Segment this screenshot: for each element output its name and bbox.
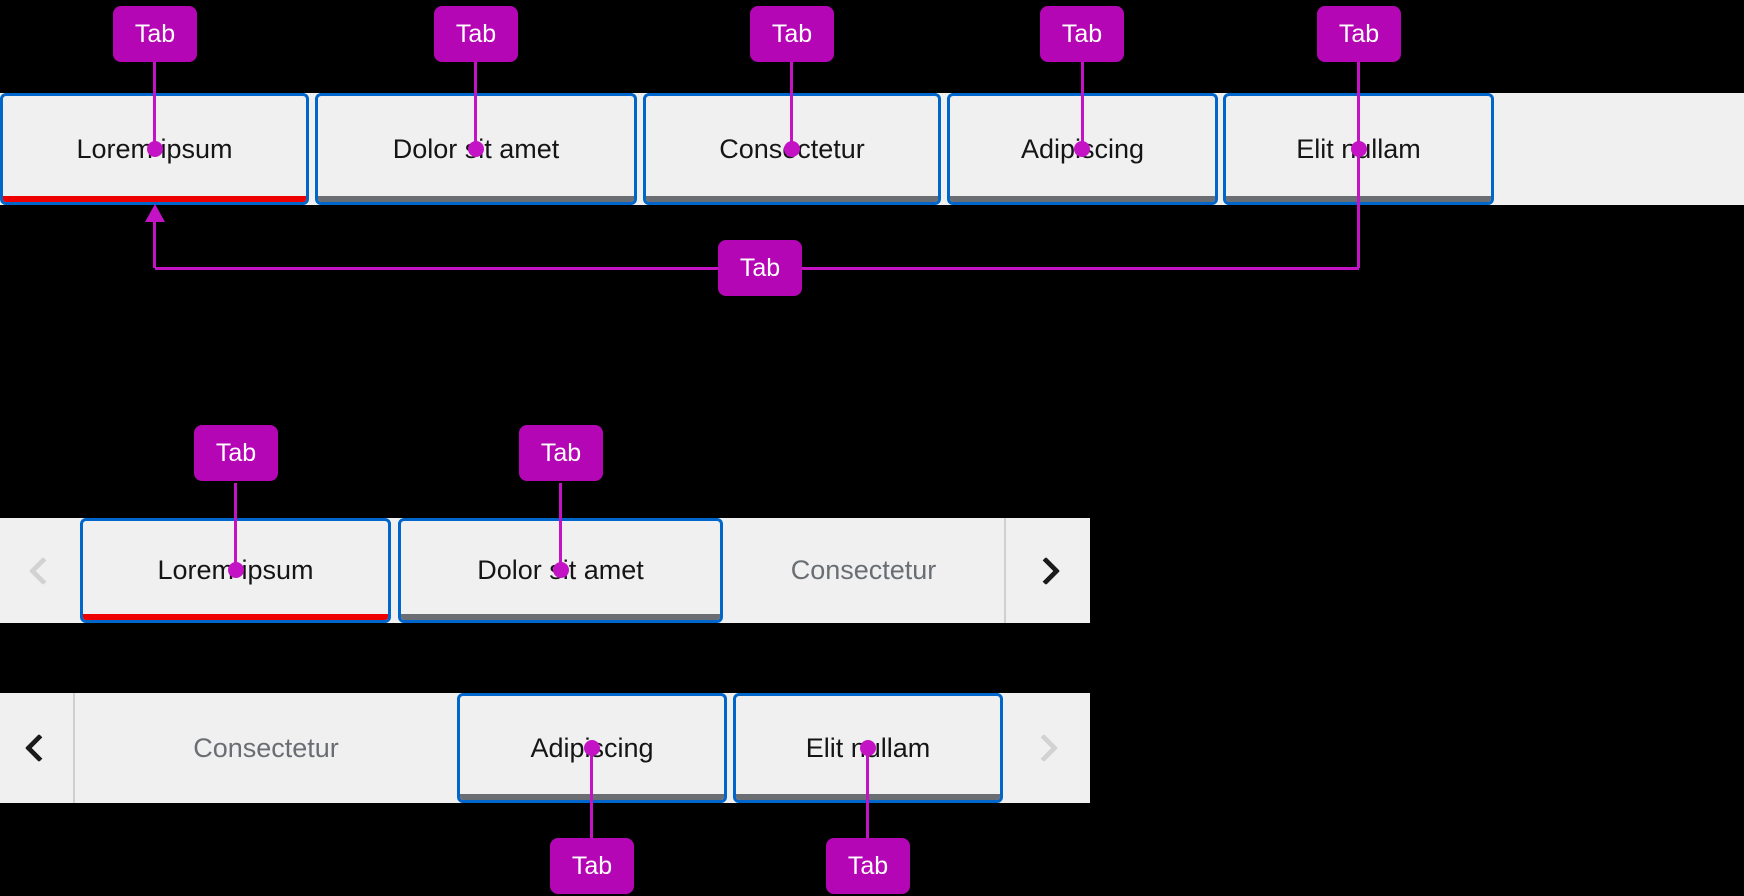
inactive-tab-indicator <box>318 196 634 202</box>
annotation-connector-line <box>590 748 593 838</box>
active-tab-indicator <box>3 196 306 202</box>
tab-annotation-badge: Tab <box>194 425 278 481</box>
inactive-tab-indicator <box>950 196 1215 202</box>
tab-consectetur-overflow[interactable]: Consectetur <box>723 518 1004 623</box>
tab-bar-scrolled-start: Lorem ipsum Dolor sit amet Consectetur <box>0 518 1090 623</box>
tab-annotation-badge: Tab <box>718 240 802 296</box>
tab-bar-scrolled-end: Consectetur Adipiscing Elit nullam <box>0 693 1090 803</box>
annotation-connector-dot <box>860 740 876 756</box>
angle-right-icon <box>1031 556 1060 585</box>
tab-consectetur-overflow[interactable]: Consectetur <box>75 693 457 803</box>
annotation-connector-line <box>1081 62 1084 149</box>
active-tab-indicator <box>83 614 388 620</box>
inactive-tab-indicator <box>646 196 938 202</box>
scroll-left-button[interactable] <box>0 693 73 803</box>
tab-annotation-badge: Tab <box>826 838 910 894</box>
tab-annotation-badge: Tab <box>113 6 197 62</box>
tab-annotation-badge: Tab <box>750 6 834 62</box>
angle-left-icon <box>28 556 57 585</box>
annotation-connector-dot <box>584 740 600 756</box>
annotation-connector-dot <box>147 141 163 157</box>
tab-bar-full: Lorem ipsum Dolor sit amet Consectetur A… <box>0 93 1744 205</box>
tab-annotation-badge: Tab <box>1317 6 1401 62</box>
annotation-connector-line <box>234 483 237 570</box>
scroll-left-button <box>0 518 80 623</box>
annotation-connector-line <box>474 62 477 149</box>
inactive-tab-indicator <box>401 614 720 620</box>
scroll-right-button <box>1003 693 1090 803</box>
scroll-divider <box>73 693 75 803</box>
tab-label: Consectetur <box>193 732 339 763</box>
annotation-connector-dot <box>468 141 484 157</box>
scroll-right-button[interactable] <box>1006 518 1090 623</box>
annotation-connector-line <box>790 62 793 149</box>
annotation-connector-line <box>1357 62 1360 268</box>
annotation-connector-line <box>559 483 562 570</box>
annotation-connector-dot <box>553 562 569 578</box>
tab-annotation-badge: Tab <box>519 425 603 481</box>
annotation-connector-dot <box>1351 141 1367 157</box>
annotation-connector-line <box>153 62 156 149</box>
angle-right-icon <box>1029 733 1059 763</box>
angle-left-icon <box>24 733 54 763</box>
annotation-connector-dot <box>784 141 800 157</box>
scroll-divider <box>1004 518 1006 623</box>
tab-annotation-badge: Tab <box>434 6 518 62</box>
annotation-arrowhead <box>145 204 165 222</box>
annotation-connector-dot <box>1074 141 1090 157</box>
tab-annotation-badge: Tab <box>550 838 634 894</box>
annotation-connector-line <box>866 748 869 838</box>
annotation-connector-line <box>153 220 156 268</box>
tab-label: Consectetur <box>790 555 937 585</box>
tab-annotation-badge: Tab <box>1040 6 1124 62</box>
annotation-connector-dot <box>228 562 244 578</box>
